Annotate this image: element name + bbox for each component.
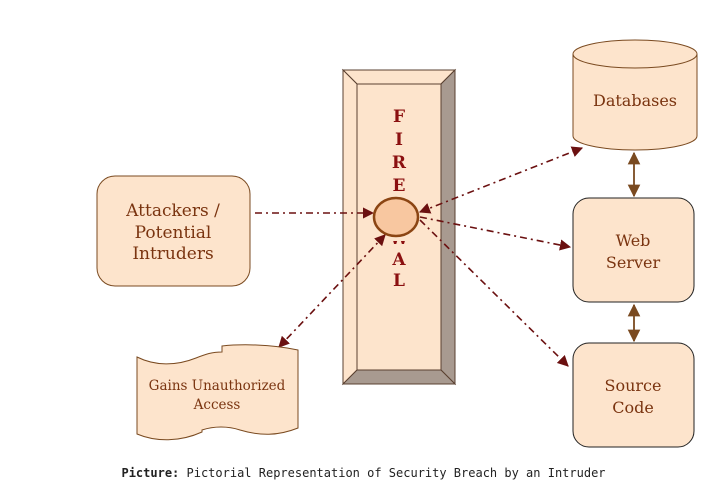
attackers-label-line: Intruders (132, 244, 213, 264)
firewall-bevel-right (440, 68, 456, 386)
attackers-label-line: Potential (135, 223, 212, 243)
node-gains-access: Gains Unauthorized Access (136, 344, 299, 441)
firewall-letter: L (393, 271, 405, 291)
attackers-box (96, 175, 251, 287)
source-code-box (572, 342, 695, 448)
databases-cylinder-top (572, 39, 698, 69)
gains-access-label-line: Gains Unauthorized (149, 378, 286, 394)
firewall-bevel-top (341, 69, 457, 85)
web-server-label-line: Server (606, 253, 661, 272)
caption-label: Picture: (121, 466, 180, 480)
firewall-letter-mask (380, 291, 420, 309)
source-code-label-line: Source (605, 376, 662, 395)
web-server-box (572, 197, 695, 303)
arrow-breach-to-source-code (419, 219, 569, 367)
arrow-breach-to-databases (418, 146, 584, 214)
source-code-label-line: Code (612, 398, 654, 417)
breach-point-circle (372, 196, 420, 238)
databases-label: Databases (593, 91, 677, 110)
attackers-label-line: Attackers / (125, 201, 220, 221)
firewall-bevel-left (342, 68, 358, 386)
node-web-server: Web Server (572, 197, 695, 303)
firewall-letter: F (393, 107, 405, 127)
firewall-letter: R (392, 153, 407, 173)
node-attackers: Attackers / Potential Intruders (96, 175, 251, 287)
figure-caption: Picture: Pictorial Representation of Sec… (0, 466, 727, 480)
attack-arrows (255, 146, 584, 367)
firewall-letter: E (393, 176, 406, 196)
node-databases: Databases (572, 39, 698, 151)
databases-cylinder-body (572, 54, 698, 151)
gains-access-label-line: Access (193, 397, 241, 413)
firewall-letter: A (391, 250, 406, 270)
gains-access-shape (136, 344, 299, 441)
firewall-letter: I (395, 130, 403, 150)
caption-text: Pictorial Representation of Security Bre… (186, 466, 606, 480)
node-source-code: Source Code (572, 342, 695, 448)
web-server-label-line: Web (616, 231, 651, 250)
firewall-bevel-bottom (341, 369, 457, 385)
